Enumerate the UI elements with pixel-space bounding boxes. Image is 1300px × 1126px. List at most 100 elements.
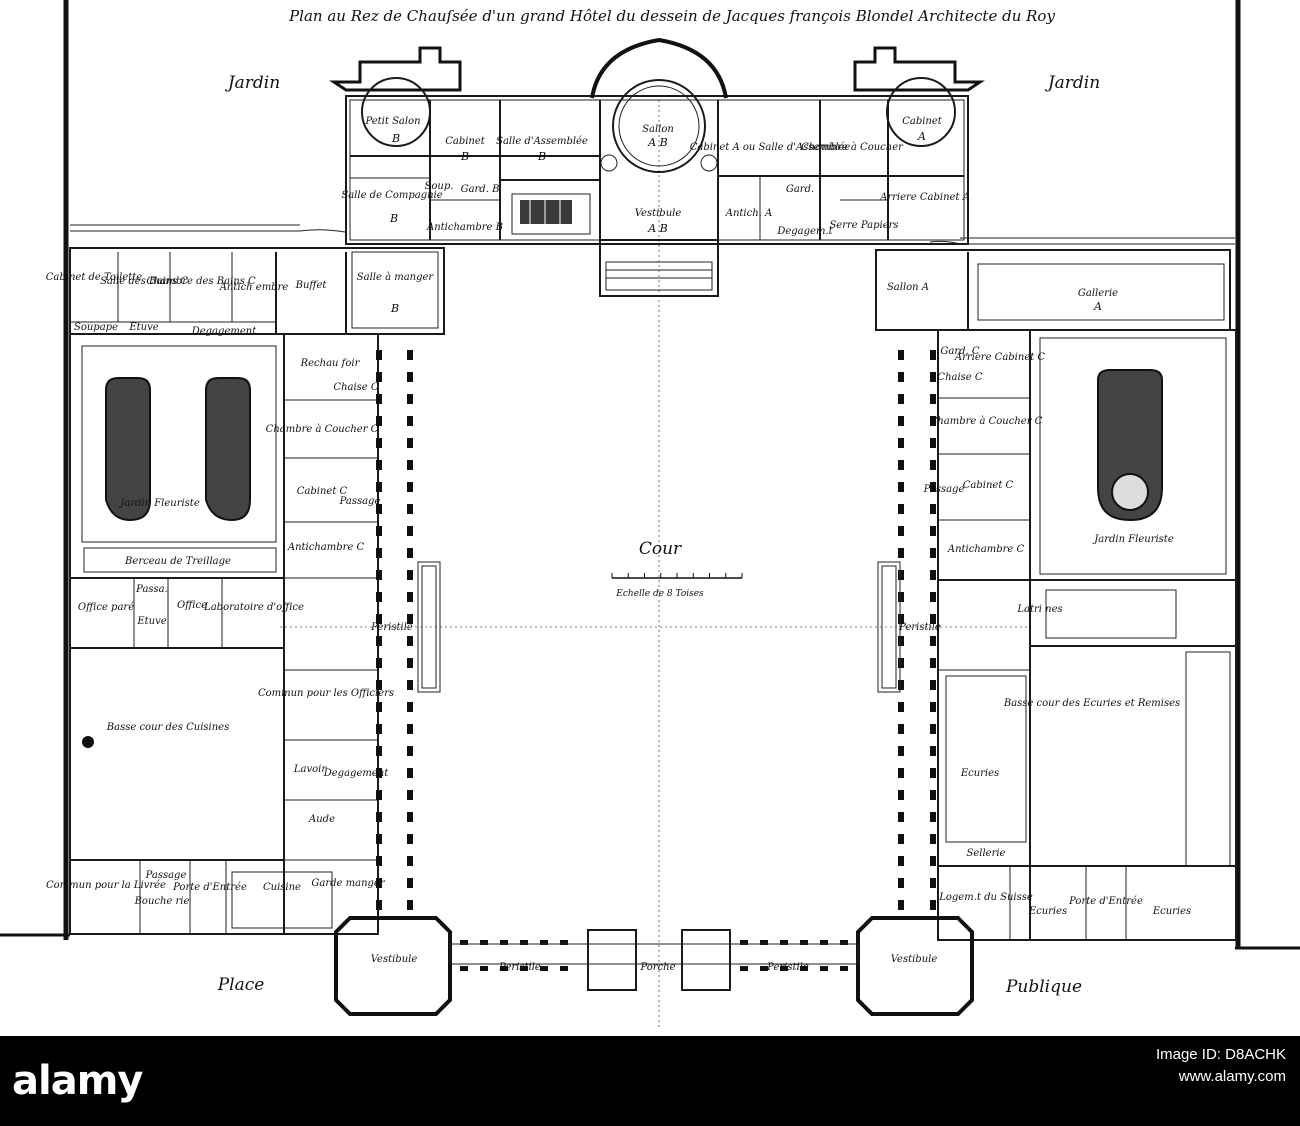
room-soup: Soup.	[425, 181, 454, 192]
column	[376, 526, 382, 536]
room-gard-c: Gard. C	[940, 346, 979, 357]
column	[376, 372, 382, 382]
watermark-logo: alamy	[12, 1058, 143, 1104]
column	[930, 680, 936, 690]
vestibule-pavilions	[334, 916, 974, 1016]
column	[376, 790, 382, 800]
column	[407, 372, 413, 382]
column	[930, 856, 936, 866]
room-degagement: Degagement	[191, 326, 257, 337]
column	[898, 636, 904, 646]
column	[376, 812, 382, 822]
column	[930, 614, 936, 624]
column	[540, 940, 548, 945]
room-cabinet-a: Cabinet	[902, 116, 943, 127]
column	[520, 966, 528, 971]
column	[898, 394, 904, 404]
column	[898, 416, 904, 426]
column	[376, 416, 382, 426]
column	[898, 702, 904, 712]
room-cabinet-b: Cabinet	[445, 136, 486, 147]
column	[930, 394, 936, 404]
room-cabinet-b-letter: B	[460, 150, 469, 163]
column	[500, 940, 508, 945]
room-basse-cour-cuisines: Basse cour des Cuisines	[106, 722, 229, 733]
column	[820, 940, 828, 945]
column	[480, 966, 488, 971]
column	[930, 746, 936, 756]
column	[376, 614, 382, 624]
column	[930, 438, 936, 448]
room-porte-entree-right: Porte d'Entrée	[1068, 896, 1143, 907]
plan-title: Plan au Rez de Chauſsée d'un grand Hôtel…	[288, 7, 1055, 25]
room-office-pare: Office paré	[78, 602, 134, 613]
room-soupape: Soupape	[74, 322, 118, 333]
room-chambre-bains: Chambre des Bains C	[146, 276, 256, 287]
column	[898, 504, 904, 514]
room-ecuries-bottom-right: Ecuries	[1152, 906, 1191, 917]
column	[930, 526, 936, 536]
column	[376, 680, 382, 690]
column	[376, 900, 382, 910]
room-passage-bottom: Passage	[145, 870, 187, 881]
room-berceau: Berceau de Treillage	[124, 556, 231, 567]
column	[407, 482, 413, 492]
room-serre-papiers: Serre Papiers	[829, 220, 898, 231]
right-wing	[937, 329, 1237, 941]
room-lavoir: Lavoir	[293, 764, 327, 775]
room-cuisine: Cuisine	[263, 882, 301, 893]
column	[898, 482, 904, 492]
column	[898, 768, 904, 778]
column	[930, 768, 936, 778]
column	[930, 812, 936, 822]
room-jardin-fleuriste-right: Jardin Fleuriste	[1092, 534, 1174, 545]
column	[820, 966, 828, 971]
column	[898, 460, 904, 470]
column	[540, 966, 548, 971]
column	[760, 940, 768, 945]
column	[407, 394, 413, 404]
room-cabinet-a-letter: A	[917, 130, 926, 143]
room-antich-a: Antich. A	[725, 208, 773, 219]
room-buffet: Buffet	[295, 280, 328, 291]
column	[740, 940, 748, 945]
room-peristile-left: Peristile	[370, 622, 413, 633]
room-boucherie: Bouche rie	[134, 896, 190, 907]
right-upper-wing	[875, 249, 1231, 331]
room-chambre-coucher-c: Chambre à Coucher C	[266, 424, 379, 435]
room-aude: Aude	[308, 814, 335, 825]
room-peristile-bottom-left: Peristile	[498, 962, 541, 973]
column	[376, 636, 382, 646]
label-publique: Publique	[1005, 977, 1082, 997]
room-labels: Petit Salon B Cabinet B Salle d'Assemblé…	[46, 116, 1191, 973]
column	[898, 548, 904, 558]
corps-de-logis	[329, 37, 985, 297]
room-cabinet-c: Cabinet C	[297, 486, 348, 497]
room-rechaufoir: Rechau foir	[300, 358, 361, 369]
peristile-columns	[376, 350, 936, 971]
column	[898, 614, 904, 624]
room-arriere-cabinet-a: Arriere Cabinet A	[879, 192, 970, 203]
column	[898, 790, 904, 800]
column	[898, 834, 904, 844]
column	[460, 966, 468, 971]
column	[407, 856, 413, 866]
label-cour: Cour	[639, 539, 682, 559]
room-sallon: Sallon	[642, 124, 674, 135]
column	[930, 834, 936, 844]
left-wing	[69, 333, 379, 935]
room-cabinet-toilette: Cabinet de Toilette	[46, 272, 143, 283]
column	[930, 416, 936, 426]
column	[898, 570, 904, 580]
room-etuve: Etuve	[136, 616, 166, 627]
room-antichambre-b: Antichambre B	[426, 222, 503, 233]
watermark-banner: alamy Image ID: D8ACHK www.alamy.com	[0, 1036, 1300, 1126]
column	[407, 636, 413, 646]
left-upper-wing	[69, 247, 445, 335]
column	[407, 790, 413, 800]
room-etuve-top: Etuve	[128, 322, 158, 333]
column	[407, 658, 413, 668]
room-chaise-c: Chaise C	[333, 382, 378, 393]
room-vestibule-right: Vestibule	[891, 954, 938, 965]
